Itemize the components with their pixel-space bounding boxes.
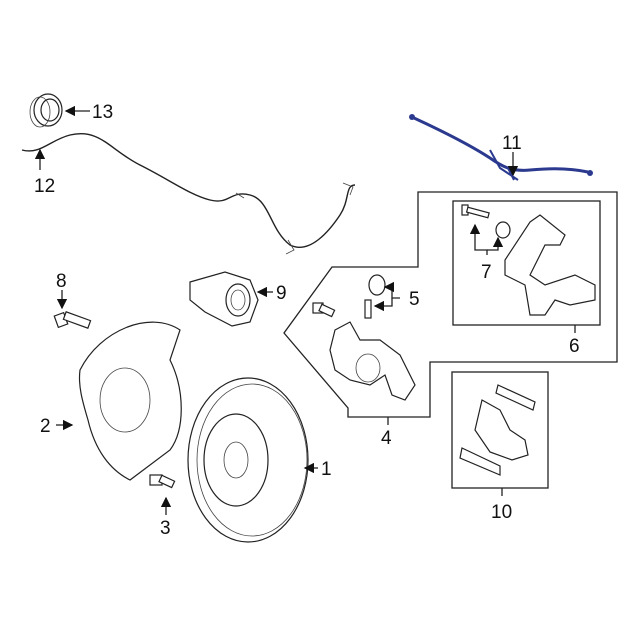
shield-bolt-part <box>149 474 176 489</box>
bolt-part <box>53 311 92 329</box>
callout-5: 5 <box>409 289 420 310</box>
brake-rotor-part <box>187 377 309 543</box>
leader-lines <box>34 105 576 515</box>
callout-3: 3 <box>160 518 171 539</box>
callout-9: 9 <box>276 283 287 304</box>
callout-4: 4 <box>381 428 392 449</box>
callout-13: 13 <box>92 102 113 123</box>
callout-12: 12 <box>34 176 55 197</box>
abs-sensor-harness <box>21 133 356 248</box>
caliper-group-outline <box>283 191 618 418</box>
callout-10: 10 <box>491 502 512 523</box>
guide-pin-parts <box>461 204 511 239</box>
housing-part <box>189 271 259 327</box>
callout-7: 7 <box>481 262 492 283</box>
caliper-bracket-part <box>504 214 596 316</box>
abs-sensor-highlighted <box>413 116 589 174</box>
seal-ring-part <box>29 93 63 128</box>
pad-kit-box <box>451 371 549 489</box>
bracket-box <box>452 200 601 326</box>
brake-pad-parts <box>459 384 536 476</box>
callout-8: 8 <box>56 271 67 292</box>
callout-1: 1 <box>321 459 332 480</box>
callout-11: 11 <box>502 133 522 154</box>
bleeder-and-boot-parts <box>312 274 386 319</box>
callout-2: 2 <box>40 416 51 437</box>
caliper-part <box>329 321 416 401</box>
splash-shield-part <box>78 321 182 481</box>
callout-6: 6 <box>569 336 580 357</box>
